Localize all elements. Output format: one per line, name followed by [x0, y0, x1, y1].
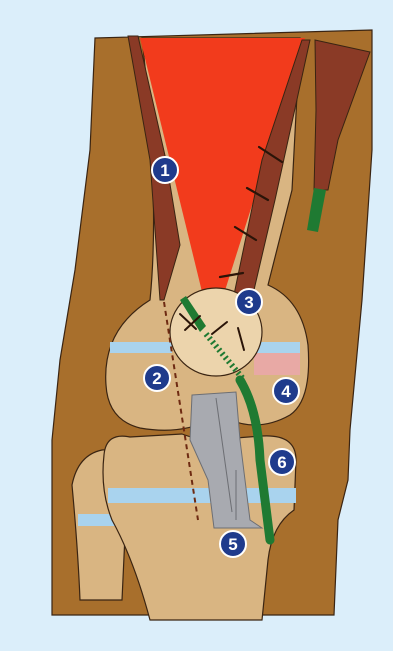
marker-label-5: 5 — [228, 535, 237, 554]
femur-cartilage-right — [256, 342, 300, 353]
marker-label-1: 1 — [160, 161, 169, 180]
marker-1: 1 — [152, 157, 178, 183]
marker-2: 2 — [144, 365, 170, 391]
femur-cartilage-left — [110, 342, 172, 353]
marker-6: 6 — [269, 449, 295, 475]
marker-label-4: 4 — [281, 382, 291, 401]
marker-5: 5 — [220, 531, 246, 557]
marker-3: 3 — [236, 289, 262, 315]
marker-4: 4 — [273, 378, 299, 404]
pink-band — [254, 353, 300, 375]
marker-label-2: 2 — [152, 369, 161, 388]
marker-label-3: 3 — [244, 293, 253, 312]
marker-label-6: 6 — [277, 453, 286, 472]
